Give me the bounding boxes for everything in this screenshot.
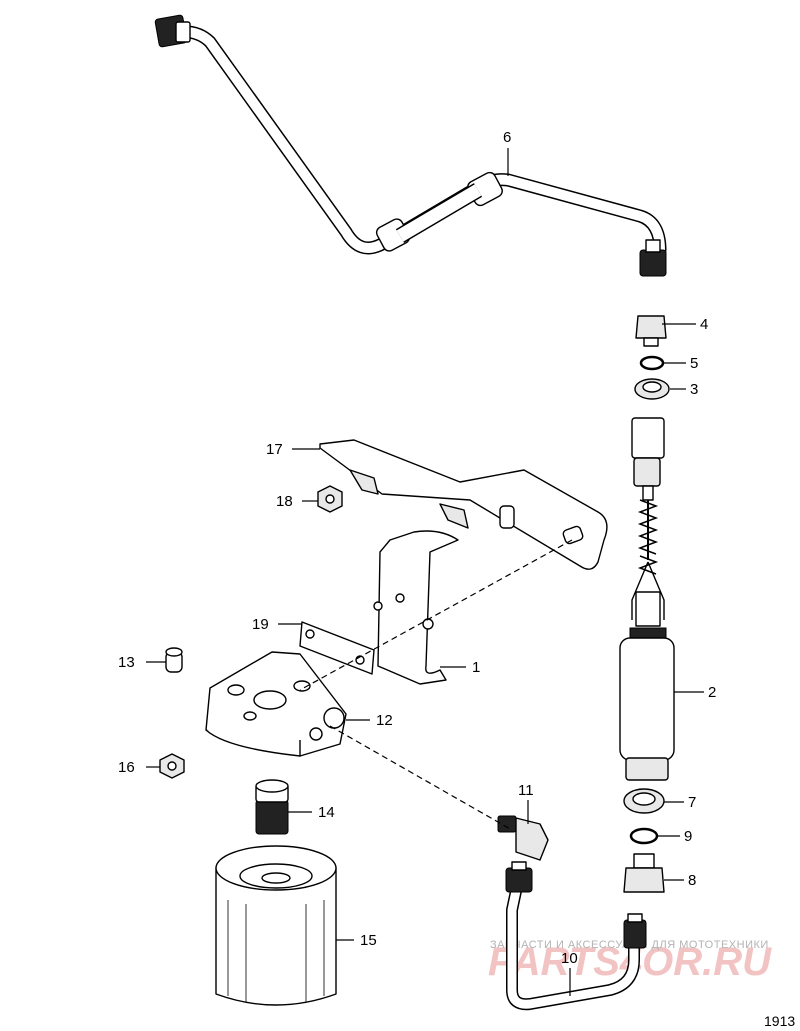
fuel-pump-2	[619, 417, 675, 781]
fitting-4	[635, 315, 667, 347]
grommet-3	[634, 378, 670, 400]
assembly-lines	[299, 539, 573, 831]
callout-16: 16	[118, 759, 135, 776]
callout-19: 19	[252, 616, 269, 633]
strap-19	[299, 621, 375, 675]
callout-5: 5	[690, 355, 698, 372]
callout-12: 12	[376, 712, 393, 729]
callout-13: 13	[118, 654, 135, 671]
nut-18	[317, 485, 343, 513]
leader-lines	[146, 148, 704, 996]
callout-10: 10	[561, 950, 578, 967]
callout-17: 17	[266, 441, 283, 458]
callout-3: 3	[690, 381, 698, 398]
bracket-17	[319, 439, 608, 570]
adapter-14	[255, 779, 289, 835]
elbow-fitting-11	[497, 815, 549, 861]
callout-8: 8	[688, 872, 696, 889]
callout-6: 6	[503, 129, 511, 146]
callouts: 4 5 3 6 2 7 9 8 17 18 1 19 13 12 16 14 1…	[118, 129, 716, 967]
filter-head-12	[205, 651, 347, 757]
fitting-8	[623, 853, 665, 893]
callout-9: 9	[684, 828, 692, 845]
grommet-7	[623, 788, 665, 814]
o-ring-5	[639, 355, 665, 371]
callout-2: 2	[708, 684, 716, 701]
callout-7: 7	[688, 794, 696, 811]
sleeve-13	[165, 647, 183, 673]
fuel-line-10	[505, 861, 647, 1011]
mounting-plate-1	[373, 530, 459, 685]
callout-15: 15	[360, 932, 377, 949]
fuel-line-6	[154, 14, 667, 277]
figure-number: 1913	[764, 1013, 795, 1029]
callout-4: 4	[700, 316, 708, 333]
callout-14: 14	[318, 804, 335, 821]
o-ring-9	[629, 827, 659, 845]
callout-1: 1	[472, 659, 480, 676]
filter-15	[215, 845, 337, 1006]
callout-18: 18	[276, 493, 293, 510]
nut-16	[159, 753, 185, 779]
callout-11: 11	[518, 782, 534, 799]
